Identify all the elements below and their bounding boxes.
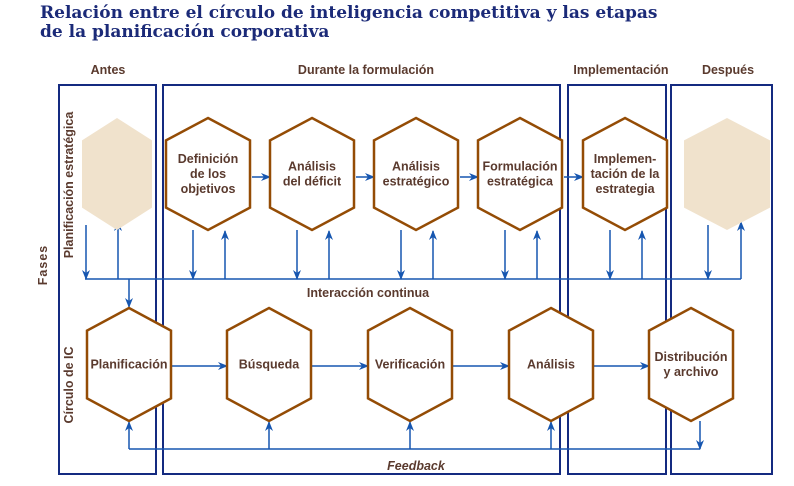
- column-header-implementacion: Implementación: [573, 63, 668, 77]
- feedback-label: Feedback: [387, 459, 446, 473]
- strategic-step-1-shape: [164, 116, 252, 232]
- strategic-step-2-label: del déficit: [283, 175, 342, 189]
- strategic-step-4-label: Formulación: [482, 160, 557, 174]
- ic-step-1-shape: [85, 306, 173, 423]
- strategic-step-3-label: Análisis: [392, 160, 440, 174]
- faded-hex-despues-shape: [684, 118, 770, 230]
- ic-step-3: Verificación: [366, 306, 454, 423]
- interaction-label: Interacción continua: [307, 286, 430, 300]
- ic-step-5-shape: [647, 306, 735, 423]
- title-line-1: Relación entre el círculo de inteligenci…: [40, 3, 658, 23]
- ic-step-1: Planificación: [85, 306, 173, 423]
- ic-step-5-label: y archivo: [664, 365, 719, 379]
- ic-step-4-label: Análisis: [527, 358, 575, 372]
- faded-hex-despues: [684, 118, 770, 230]
- title-line-2: de la planificación corporativa: [40, 22, 329, 42]
- column-header-antes: Antes: [91, 63, 126, 77]
- ic-step-2: Búsqueda: [225, 306, 313, 423]
- strategic-step-1-label: de los: [190, 167, 226, 181]
- ic-step-2-shape: [225, 306, 313, 423]
- strategic-step-5-shape: [581, 116, 669, 232]
- ic-step-4-shape: [507, 306, 595, 423]
- faded-hex-antes-shape: [82, 118, 152, 230]
- strategic-step-1-label: Definición: [178, 152, 238, 166]
- ic-step-5-label: Distribución: [655, 350, 728, 364]
- strategic-step-2-label: Análisis: [288, 160, 336, 174]
- strategic-step-3-label: estratégico: [383, 175, 450, 189]
- column-header-durante: Durante la formulación: [298, 63, 434, 77]
- ic-step-2-label: Búsqueda: [239, 358, 300, 372]
- strategic-step-2-shape: [268, 116, 356, 232]
- column-header-despues: Después: [702, 63, 754, 77]
- row-label-circulo-ic: Círculo de IC: [62, 346, 76, 423]
- strategic-step-4-label: estratégica: [487, 175, 554, 189]
- row-label-planificacion-estrategica: Planificación estratégica: [62, 111, 76, 259]
- strategic-step-4-shape: [476, 116, 564, 232]
- faded-hex-antes: [82, 118, 152, 230]
- strategic-step-5-label: estrategia: [595, 182, 655, 196]
- ic-step-3-shape: [366, 306, 454, 423]
- strategic-step-1-label: objetivos: [181, 182, 236, 196]
- ic-step-4: Análisis: [507, 306, 595, 423]
- connectors: [82, 173, 745, 450]
- strategic-step-5-label: tación de la: [591, 167, 661, 181]
- ic-step-1-label: Planificación: [90, 358, 167, 372]
- strategic-step-5-label: Implemen-: [594, 152, 657, 166]
- axis-label-fases: Fases: [36, 245, 50, 285]
- strategic-step-3-shape: [372, 116, 460, 232]
- ic-step-3-label: Verificación: [375, 358, 445, 372]
